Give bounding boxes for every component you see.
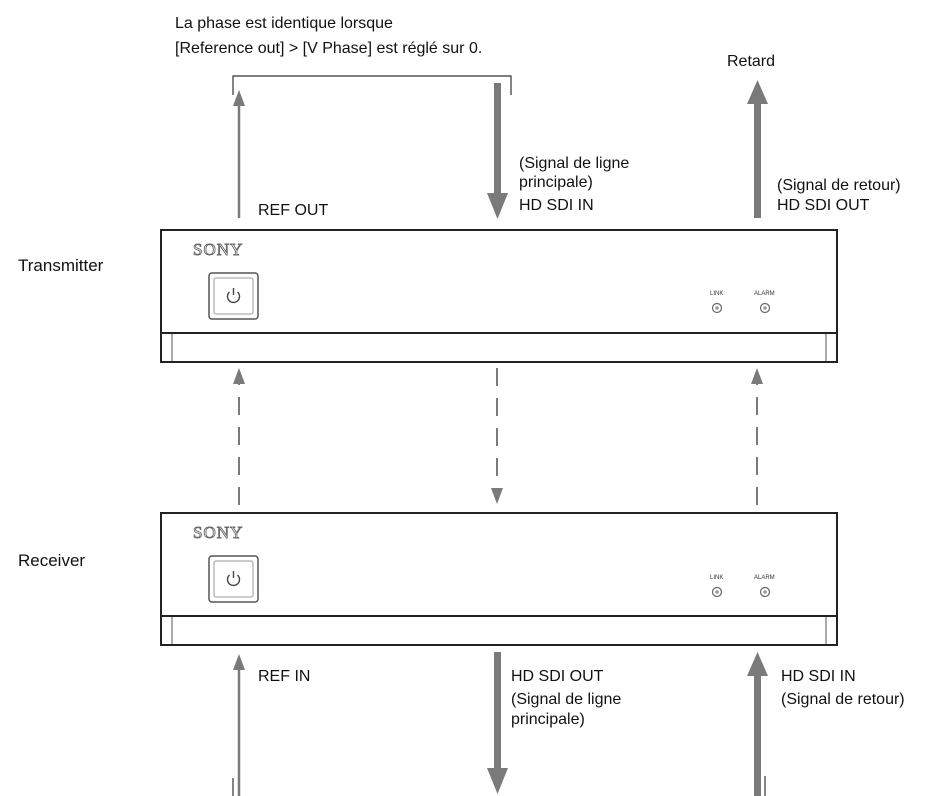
receiver-alarm-label: ALARM <box>754 575 775 581</box>
transmitter-brand-logo: SONY <box>193 240 243 259</box>
rx-hd-sdi-in-line1: HD SDI IN <box>781 668 856 685</box>
tx-hd-sdi-out-arrowhead <box>747 80 768 104</box>
transmitter-front-panel <box>160 229 838 335</box>
tx-hd-sdi-in-line3: HD SDI IN <box>519 197 594 214</box>
tx-hd-sdi-out-arrow-shaft <box>754 102 761 218</box>
receiver-label: Receiver <box>18 551 86 570</box>
tx-hd-sdi-in-line1: (Signal de ligne <box>519 155 630 172</box>
receiver-unit: SONY LINK ALARM <box>160 512 838 646</box>
tx-hd-sdi-in-arrow-shaft <box>494 83 501 195</box>
rx-hd-sdi-out-arrow-shaft <box>494 652 501 770</box>
transmitter-label: Transmitter <box>18 256 104 275</box>
transmitter-base <box>160 332 838 363</box>
tx-hd-sdi-out-line1: (Signal de retour) <box>777 177 901 194</box>
transmitter-alarm-label: ALARM <box>754 291 775 297</box>
rx-hd-sdi-out-line1: HD SDI OUT <box>511 668 604 685</box>
rx-hd-sdi-in-arrowhead <box>747 652 768 676</box>
rx-hd-sdi-in-arrow-shaft <box>754 674 761 796</box>
tx-hd-sdi-in-line2: principale) <box>519 174 593 191</box>
ref-in-arrowhead <box>233 654 245 670</box>
receiver-link-label: LINK <box>710 575 723 581</box>
transmitter-unit: SONY LINK ALARM <box>160 229 838 363</box>
receiver-front-panel <box>160 512 838 618</box>
receiver-brand-logo: SONY <box>193 523 243 542</box>
rx-ref-in-label: REF IN <box>258 668 311 685</box>
top-note-line1: La phase est identique lorsque <box>175 15 393 32</box>
rx-hd-sdi-out-line2: (Signal de ligne <box>511 691 622 708</box>
rx-hd-sdi-out-arrowhead <box>487 768 508 794</box>
tx-hd-sdi-out-line2: HD SDI OUT <box>777 197 870 214</box>
top-note-line2: [Reference out] > [V Phase] est réglé su… <box>175 40 483 57</box>
rx-hd-sdi-out-line3: principale) <box>511 711 585 728</box>
rx-hd-sdi-in-line2: (Signal de retour) <box>781 691 905 708</box>
delay-label: Retard <box>727 53 776 70</box>
tx-ref-out-label: REF OUT <box>258 202 329 219</box>
phase-bracket <box>232 75 512 95</box>
power-icon <box>226 571 241 587</box>
receiver-base <box>160 615 838 646</box>
transmitter-link-label: LINK <box>710 291 723 297</box>
power-icon <box>226 288 241 304</box>
ref-out-arrowhead <box>233 90 245 106</box>
tx-hd-sdi-in-arrowhead <box>487 193 508 219</box>
